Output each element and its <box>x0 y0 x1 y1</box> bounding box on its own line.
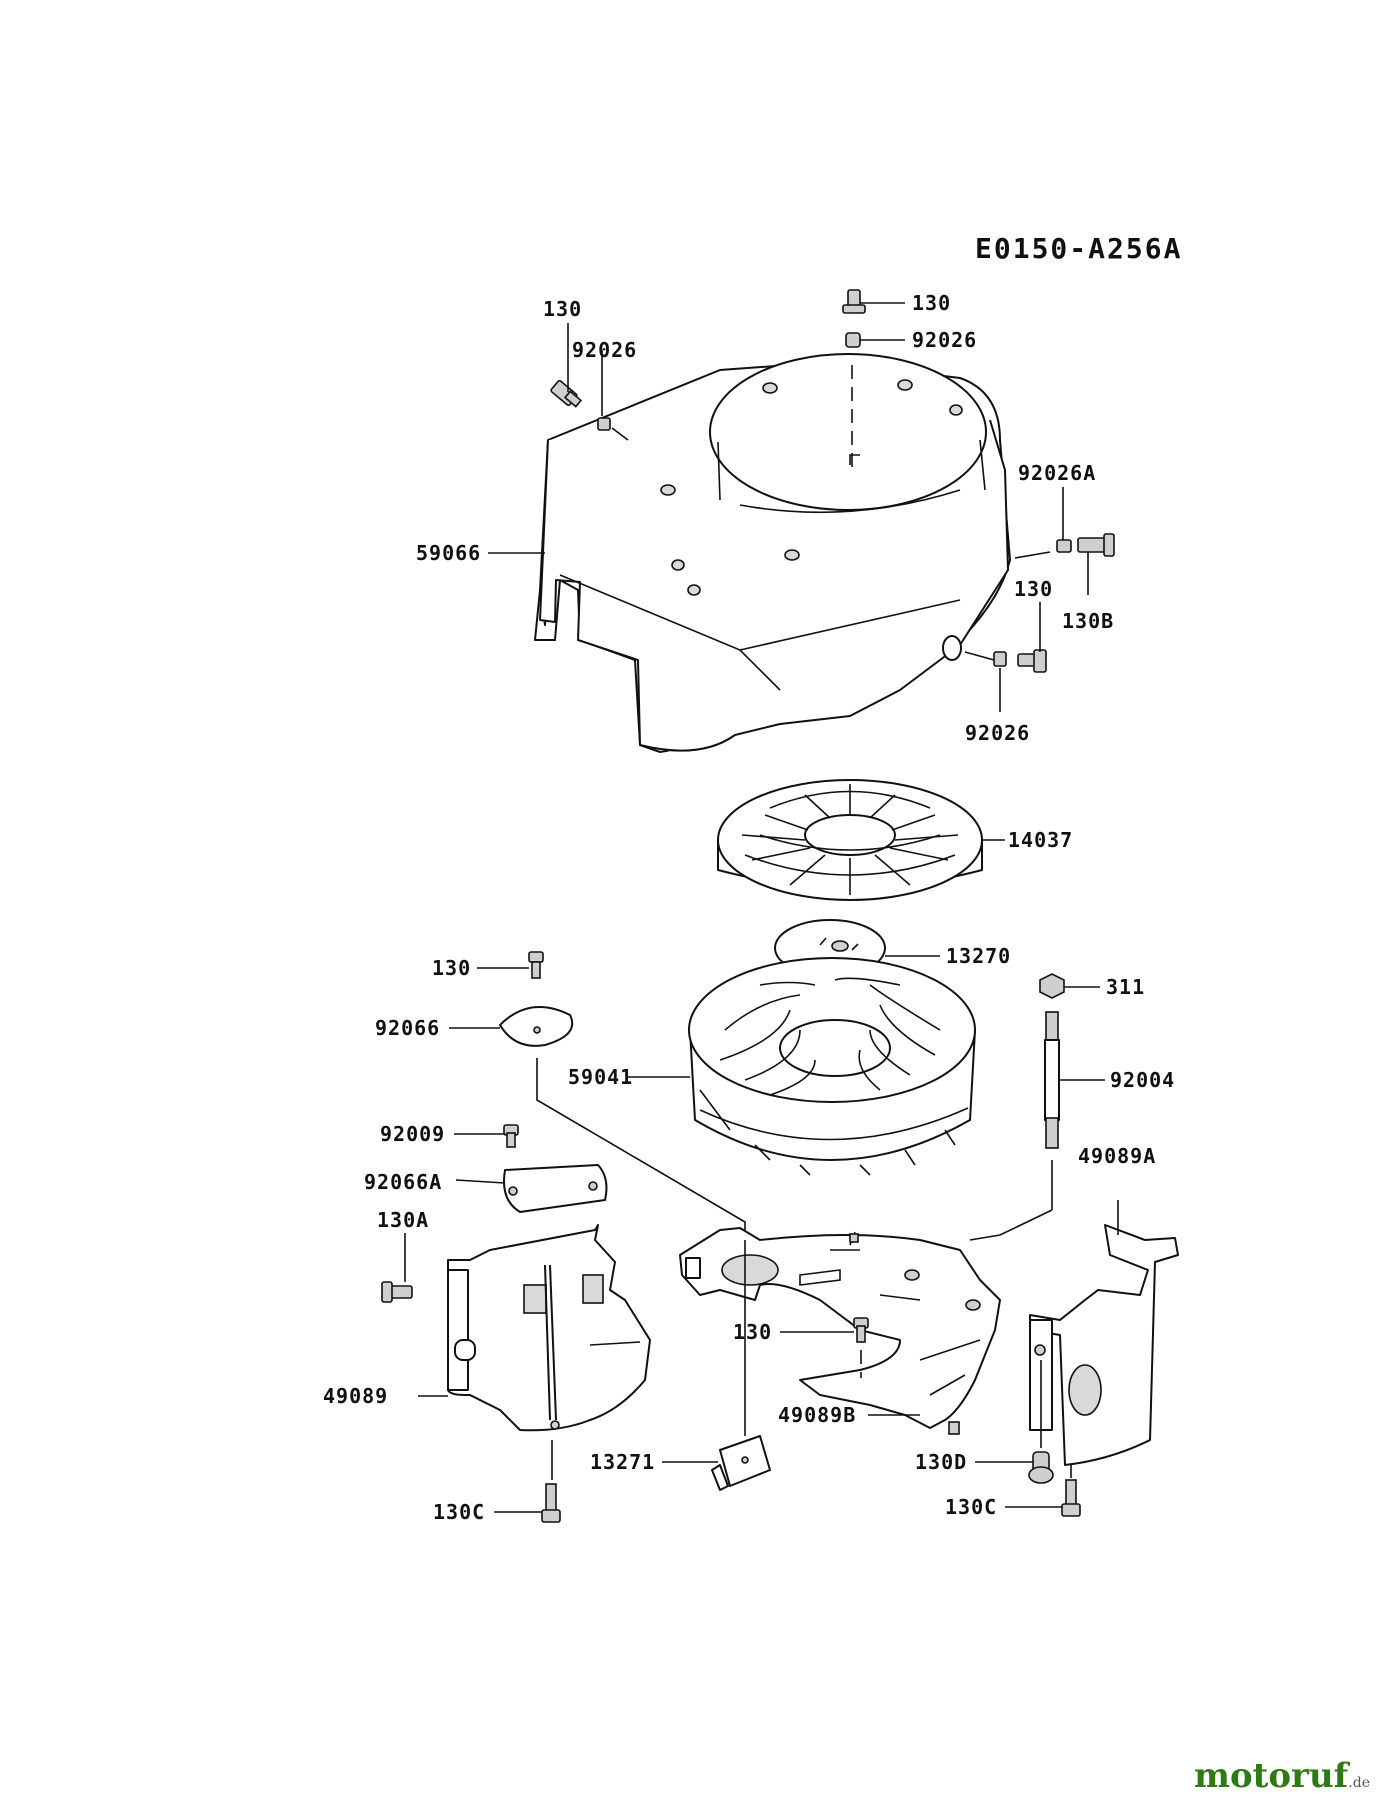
label-59066: 59066 <box>416 541 481 565</box>
label-311: 311 <box>1106 975 1145 999</box>
collar-icon <box>845 332 861 348</box>
leader-lines <box>404 302 1119 1513</box>
label-130B: 130B <box>1062 609 1114 633</box>
clip-icon <box>711 1435 771 1491</box>
bolt-icon <box>1028 1451 1054 1484</box>
collar-icon <box>993 651 1007 667</box>
label-13270: 13270 <box>946 944 1011 968</box>
label-13271: 13271 <box>590 1450 655 1474</box>
bottom-baffle-icon <box>679 1227 1001 1435</box>
bolt-icon <box>541 1483 561 1523</box>
label-130-top: 130 <box>912 291 951 315</box>
bolt-icon <box>381 1281 413 1303</box>
label-130-right: 130 <box>1014 577 1053 601</box>
bolt-icon <box>1077 533 1115 557</box>
bolt-icon <box>528 951 544 979</box>
bolt-icon <box>842 289 866 314</box>
left-baffle-icon <box>447 1224 651 1432</box>
label-49089: 49089 <box>323 1384 388 1408</box>
stud-icon <box>1044 1011 1060 1149</box>
label-92009: 92009 <box>380 1122 445 1146</box>
collar-icon <box>597 417 611 431</box>
collar-icon <box>1056 539 1072 553</box>
label-59041: 59041 <box>568 1065 633 1089</box>
label-92026A: 92026A <box>1018 461 1096 485</box>
label-49089B: 49089B <box>778 1403 856 1427</box>
bolt-icon <box>853 1317 869 1343</box>
bolt-icon <box>1061 1479 1081 1517</box>
watermark-name: motoruf <box>1194 1756 1349 1796</box>
label-130C-left: 130C <box>433 1500 485 1524</box>
diagram-code: E0150-A256A <box>975 232 1182 265</box>
label-92004: 92004 <box>1110 1068 1175 1092</box>
watermark-tld: .de <box>1348 1775 1370 1791</box>
label-130-lower: 130 <box>733 1320 772 1344</box>
label-130D: 130D <box>915 1450 967 1474</box>
label-92066: 92066 <box>375 1016 440 1040</box>
label-92066A: 92066A <box>364 1170 442 1194</box>
label-130C-right: 130C <box>945 1495 997 1519</box>
flywheel-fan-icon <box>688 957 976 1176</box>
label-130-mid: 130 <box>432 956 471 980</box>
bolt-icon <box>550 379 583 408</box>
washer-plate-icon <box>499 1006 574 1047</box>
bolt-icon <box>1017 649 1047 673</box>
blower-housing-icon <box>534 353 1011 753</box>
label-130A: 130A <box>377 1208 429 1232</box>
watermark-logo: motoruf.de <box>1194 1756 1370 1796</box>
label-92026-top-left: 92026 <box>572 338 637 362</box>
label-49089A: 49089A <box>1078 1144 1156 1168</box>
label-130-top-left: 130 <box>543 297 582 321</box>
bolt-icon <box>503 1124 519 1148</box>
nut-icon <box>1039 973 1065 999</box>
cover-plate-icon <box>503 1164 608 1213</box>
label-92026-top: 92026 <box>912 328 977 352</box>
label-14037: 14037 <box>1008 828 1073 852</box>
label-92026-right: 92026 <box>965 721 1030 745</box>
fan-screen-icon <box>717 779 983 901</box>
right-baffle-icon <box>1029 1224 1179 1466</box>
